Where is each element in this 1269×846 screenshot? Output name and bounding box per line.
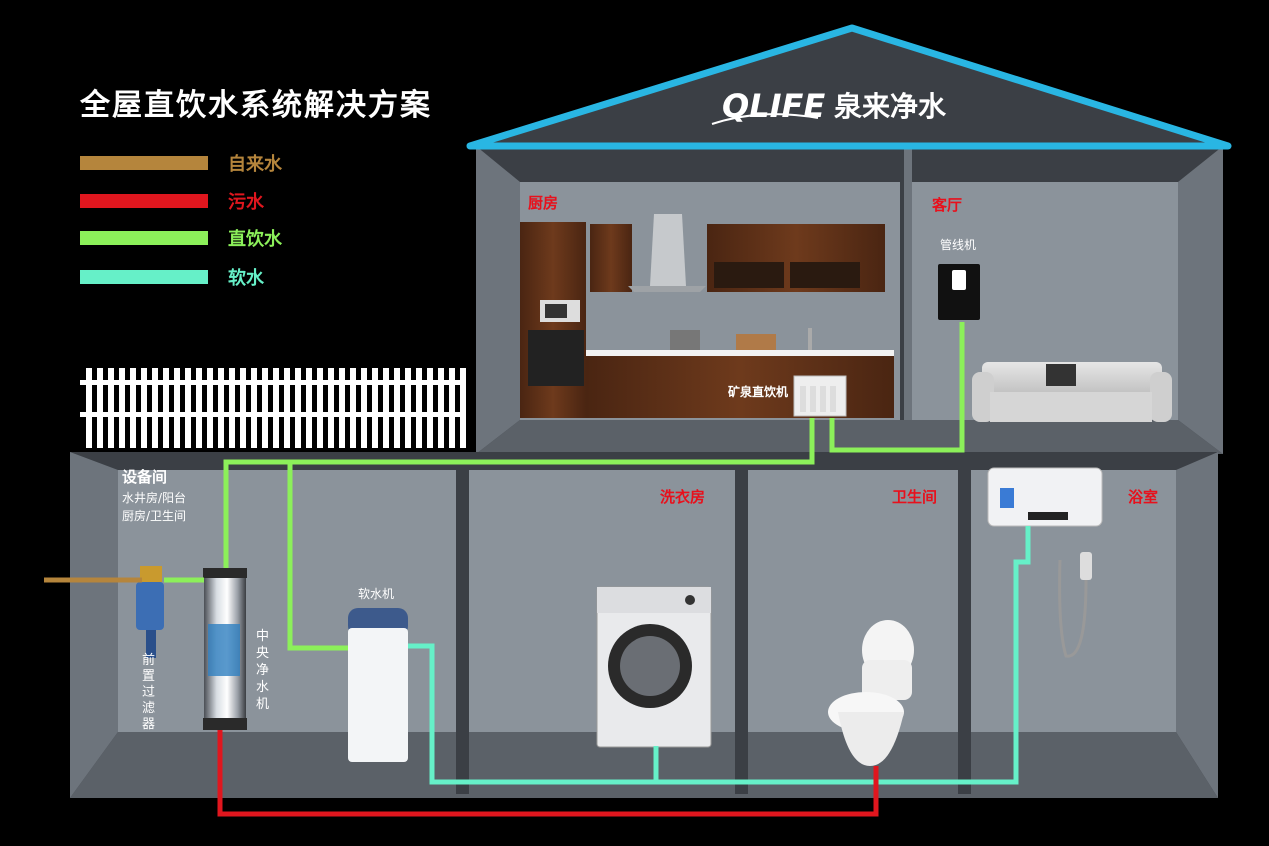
water-heater bbox=[987, 467, 1103, 658]
legend-bar-drinking-water bbox=[80, 231, 208, 245]
fence-picket bbox=[273, 368, 279, 448]
kitchen-cabinets bbox=[520, 214, 894, 418]
room-sub-equipment-2: 厨房/卫生间 bbox=[122, 508, 186, 523]
fence-picket bbox=[240, 368, 246, 448]
room-label-kitchen: 厨房 bbox=[528, 194, 558, 212]
legend-label-drinking-water: 直饮水 bbox=[228, 229, 282, 250]
fence-picket bbox=[372, 368, 378, 448]
label-mineral-purifier: 矿泉直饮机 bbox=[728, 384, 788, 399]
fence-picket bbox=[97, 368, 103, 448]
fence-picket bbox=[339, 368, 345, 448]
room-sub-equipment-1: 水井房/阳台 bbox=[122, 490, 186, 505]
fence-picket bbox=[130, 368, 136, 448]
fence-picket bbox=[317, 368, 323, 448]
fence-picket bbox=[207, 368, 213, 448]
toilet bbox=[828, 620, 914, 766]
fence-picket bbox=[427, 368, 433, 448]
fence-picket bbox=[405, 368, 411, 448]
fence bbox=[80, 368, 466, 448]
fence-picket bbox=[328, 368, 334, 448]
pre-filter bbox=[136, 566, 164, 658]
fence-picket bbox=[229, 368, 235, 448]
fence-picket bbox=[152, 368, 158, 448]
fence-picket bbox=[251, 368, 257, 448]
fence-picket bbox=[438, 368, 444, 448]
mineral-purifier bbox=[793, 375, 847, 417]
room-label-equipment: 设备间 bbox=[122, 468, 167, 486]
fence-picket bbox=[196, 368, 202, 448]
legend-label-sewage: 污水 bbox=[228, 192, 264, 213]
legend-label-tap-water: 自来水 bbox=[228, 154, 282, 175]
label-pipeline-machine: 管线机 bbox=[940, 237, 976, 252]
fence-picket bbox=[163, 368, 169, 448]
brand-name: 泉来净水 bbox=[834, 90, 947, 123]
central-purifier bbox=[203, 568, 247, 730]
fence-picket bbox=[108, 368, 114, 448]
fence-picket bbox=[295, 368, 301, 448]
room-label-toilet: 卫生间 bbox=[892, 488, 937, 506]
fence-picket bbox=[449, 368, 455, 448]
wall-equipment-laundry bbox=[456, 458, 469, 794]
washing-machine bbox=[596, 586, 712, 748]
fence-picket bbox=[383, 368, 389, 448]
room-label-living: 客厅 bbox=[931, 196, 962, 214]
fence-picket bbox=[262, 368, 268, 448]
sofa bbox=[972, 362, 1172, 422]
wall-laundry-toilet bbox=[735, 458, 748, 794]
label-pre-filter: 前置过滤器 bbox=[142, 652, 155, 732]
roof bbox=[466, 24, 1232, 150]
fence-picket bbox=[218, 368, 224, 448]
fence-picket bbox=[284, 368, 290, 448]
water-softener bbox=[348, 608, 408, 762]
room-label-laundry: 洗衣房 bbox=[660, 488, 705, 506]
room-label-bath: 浴室 bbox=[1128, 488, 1158, 506]
brand-logo: QLIFE 泉来净水 bbox=[711, 87, 947, 125]
fence-picket bbox=[86, 368, 92, 448]
fence-picket bbox=[141, 368, 147, 448]
label-softener: 软水机 bbox=[358, 587, 394, 601]
fence-picket bbox=[361, 368, 367, 448]
legend-label-soft-water: 软水 bbox=[228, 268, 264, 289]
fence-picket bbox=[119, 368, 125, 448]
brand-logo-text: QLIFE bbox=[722, 87, 825, 125]
label-central-purifier: 中央净水机 bbox=[256, 629, 269, 712]
pipes bbox=[44, 322, 1031, 817]
legend-bar-soft-water bbox=[80, 270, 208, 284]
fence-picket bbox=[350, 368, 356, 448]
upper-divider-wall bbox=[904, 146, 912, 454]
fence-picket bbox=[416, 368, 422, 448]
wall-toilet-bath bbox=[958, 458, 971, 794]
fence-picket bbox=[394, 368, 400, 448]
fence-picket bbox=[306, 368, 312, 448]
fence-picket bbox=[460, 368, 466, 448]
page-title: 全屋直饮水系统解决方案 bbox=[80, 88, 432, 123]
fence-picket bbox=[185, 368, 191, 448]
fence-picket bbox=[174, 368, 180, 448]
pipeline-machine bbox=[938, 264, 980, 320]
legend-bar-sewage bbox=[80, 194, 208, 208]
legend-bar-tap-water bbox=[80, 156, 208, 170]
